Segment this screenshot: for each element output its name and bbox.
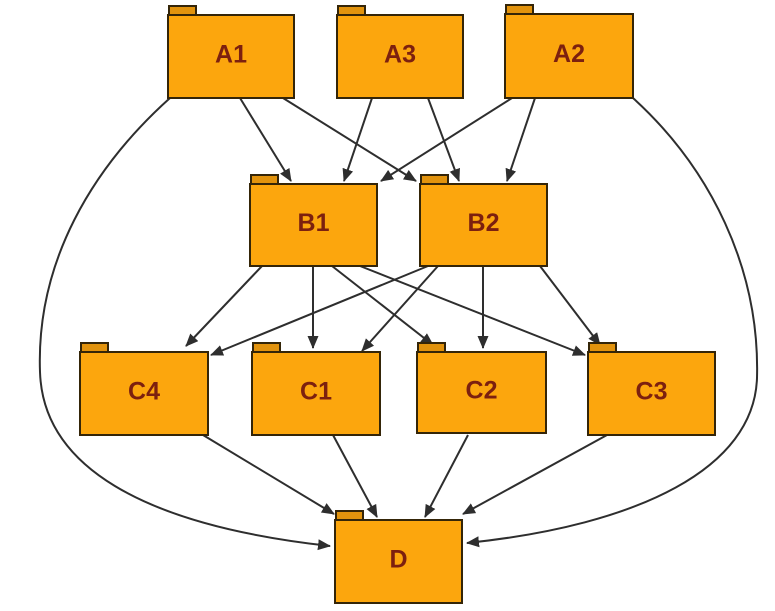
edge-B2-C1 (361, 265, 439, 352)
edge-A2-B2 (505, 97, 536, 182)
node-C2: C2 (416, 342, 547, 434)
node-label-A1: A1 (215, 41, 247, 69)
edge-C3-D (462, 434, 608, 515)
edge-C1-D (332, 434, 378, 518)
edge-B2-C3 (539, 265, 601, 346)
edge-C2-D (424, 434, 469, 518)
folder-body-B2 (419, 183, 548, 267)
node-label-C4: C4 (128, 378, 160, 406)
folder-body-C2 (416, 351, 547, 434)
edge-A1-D (38, 97, 331, 551)
folder-body-A3 (336, 14, 464, 99)
edge-B1-C2 (331, 265, 434, 346)
node-label-B2: B2 (468, 209, 500, 237)
folder-body-C4 (79, 351, 209, 436)
edge-A1-B1 (239, 97, 292, 182)
node-label-C2: C2 (466, 377, 498, 405)
edge-A1-B2 (282, 97, 417, 182)
node-A1: A1 (167, 5, 295, 99)
node-label-C3: C3 (636, 378, 668, 406)
node-C3: C3 (587, 342, 716, 436)
folder-body-B1 (249, 183, 378, 267)
edge-A2-D (466, 97, 759, 548)
edge-C4-D (202, 434, 335, 515)
node-A2: A2 (504, 4, 634, 99)
node-B2: B2 (419, 174, 548, 267)
folder-body-C3 (587, 351, 716, 436)
node-B1: B1 (249, 174, 378, 267)
node-A3: A3 (336, 5, 464, 99)
edge-A2-B1 (380, 97, 513, 182)
edge-A3-B2 (427, 97, 460, 182)
folder-body-A2 (504, 13, 634, 99)
edge-A3-B1 (342, 97, 373, 182)
node-C4: C4 (79, 342, 209, 436)
node-label-A3: A3 (384, 41, 416, 69)
edge-B1-C3 (359, 265, 586, 356)
node-D: D (334, 510, 463, 604)
folder-body-D (334, 519, 463, 604)
node-label-C1: C1 (300, 378, 332, 406)
edge-B1-C4 (185, 265, 263, 347)
node-label-B1: B1 (298, 209, 330, 237)
edge-B2-C4 (210, 265, 429, 356)
node-label-A2: A2 (553, 40, 585, 68)
node-label-D: D (389, 546, 407, 574)
node-C1: C1 (251, 342, 381, 436)
folder-body-C1 (251, 351, 381, 436)
folder-body-A1 (167, 14, 295, 99)
